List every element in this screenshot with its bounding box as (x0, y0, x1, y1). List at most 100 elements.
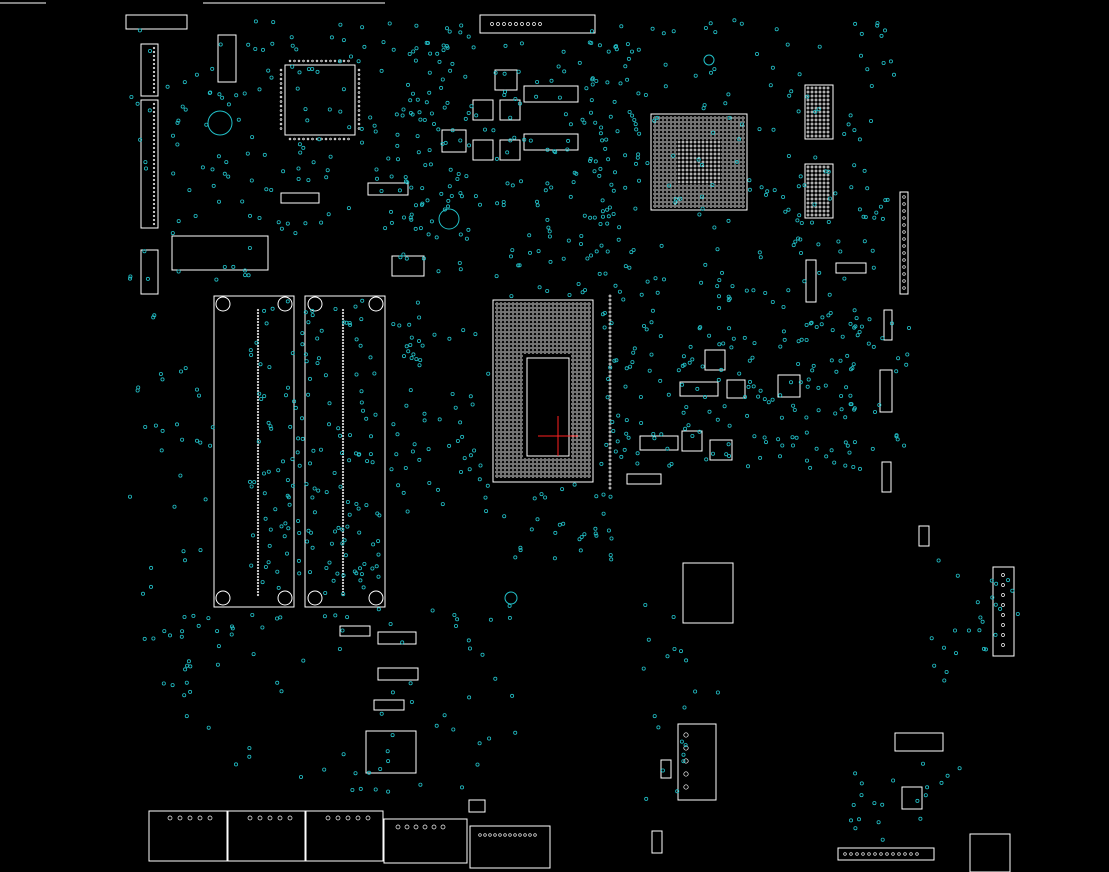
via (246, 42, 251, 47)
pin (256, 311, 260, 315)
pin (256, 347, 260, 351)
pin (721, 200, 725, 204)
via (501, 199, 506, 204)
pin (677, 124, 681, 128)
via (665, 654, 670, 659)
via (745, 413, 750, 418)
pin (341, 308, 345, 312)
pin (693, 192, 697, 196)
via (297, 571, 302, 576)
pin (341, 317, 345, 321)
via (936, 558, 941, 563)
pin (523, 462, 527, 466)
pin (685, 144, 689, 148)
pin (287, 815, 293, 821)
via (401, 252, 406, 257)
via (176, 219, 181, 224)
pin (579, 470, 583, 474)
pin (543, 474, 547, 478)
pin (495, 334, 499, 338)
via (405, 509, 410, 514)
via (805, 94, 810, 99)
via (478, 463, 483, 468)
via (370, 566, 375, 571)
pin (575, 402, 579, 406)
via (464, 174, 469, 179)
pin (587, 454, 591, 458)
via (329, 541, 334, 546)
via (579, 535, 584, 540)
pin (733, 188, 737, 192)
via (1015, 612, 1020, 617)
pin (511, 394, 515, 398)
pin (511, 438, 515, 442)
pin (709, 196, 713, 200)
pin (571, 430, 575, 434)
pin (503, 422, 507, 426)
pin (539, 302, 543, 306)
pin (608, 438, 612, 442)
pin (915, 852, 919, 856)
via (448, 68, 453, 73)
via (262, 308, 267, 313)
pin (523, 326, 527, 330)
via (290, 457, 295, 462)
pin (571, 398, 575, 402)
pin (822, 122, 826, 126)
pin (713, 124, 717, 128)
pin (256, 425, 260, 429)
pin (575, 350, 579, 354)
via (848, 321, 853, 326)
via-test-points (127, 18, 1020, 842)
pin (511, 346, 515, 350)
via (142, 249, 147, 254)
pin (733, 124, 737, 128)
pin (689, 180, 693, 184)
pin (503, 342, 507, 346)
via (658, 378, 663, 383)
pin (608, 450, 612, 454)
pin (873, 852, 877, 856)
via (580, 290, 585, 295)
connector-left-1 (140, 43, 159, 97)
via (267, 365, 272, 370)
pin (515, 446, 519, 450)
pin (511, 366, 515, 370)
via (600, 209, 605, 214)
pin (653, 136, 657, 140)
pin (559, 342, 563, 346)
via (770, 397, 775, 402)
via (480, 652, 485, 657)
via (410, 449, 415, 454)
pin (587, 338, 591, 342)
ic-chip-qfp (284, 64, 356, 136)
via (560, 487, 565, 492)
io-connector-1 (148, 810, 228, 862)
pin (822, 165, 826, 169)
pin (741, 132, 745, 136)
via (838, 249, 843, 254)
pin (543, 322, 547, 326)
via (805, 384, 810, 389)
via (458, 469, 463, 474)
pin (519, 302, 523, 306)
via (846, 122, 851, 127)
pin (559, 326, 563, 330)
via (147, 108, 152, 113)
via (641, 666, 646, 671)
pin (717, 144, 721, 148)
pin (814, 94, 818, 98)
via (623, 64, 628, 69)
pin (555, 338, 559, 342)
pin (681, 144, 685, 148)
via (786, 153, 791, 158)
pin (818, 110, 822, 114)
via (285, 385, 290, 390)
pin (717, 128, 721, 132)
via (601, 492, 606, 497)
via (311, 448, 316, 453)
pin (705, 156, 709, 160)
via (267, 543, 272, 548)
via (447, 29, 452, 34)
